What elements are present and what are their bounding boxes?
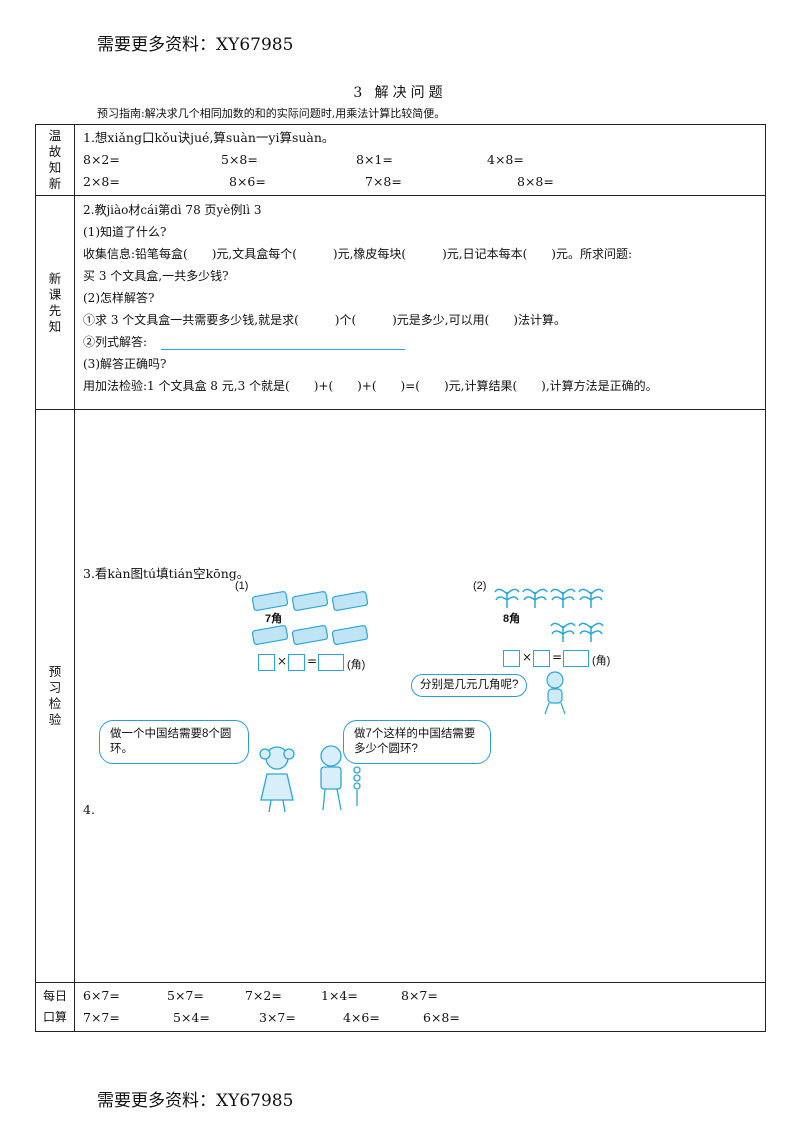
step1-line: ①求 3 个文具盒一共需要多少钱,就是求( )个( )元是多少,可以用( )法计… bbox=[83, 313, 566, 327]
calc-row-2: 2×8= 8×6= 7×8= 8×8= bbox=[83, 174, 554, 189]
fig2-label: (2) bbox=[473, 580, 487, 592]
check-heading: (3)解答正确吗? bbox=[83, 357, 167, 371]
check-line: 用加法检验:1 个文具盒 8 元,3 个就是( )+( )+( )=( )元,计… bbox=[83, 379, 658, 393]
section-label-review: 温故 知新 bbox=[35, 124, 75, 196]
plant-icon bbox=[550, 622, 576, 642]
info-line: 收集信息:铅笔每盒( )元,文具盒每个( )元,橡皮每块( )元,日记本每本( … bbox=[83, 247, 632, 261]
girl-icon bbox=[259, 746, 295, 813]
plant-group bbox=[494, 588, 604, 642]
daily-row-1: 6×7= 5×7= 7×2= 1×4= 8×7= bbox=[83, 988, 438, 1003]
boy-speech-bubble: 做7个这样的中国结需要多少个圆环? bbox=[343, 720, 491, 764]
q4-text: 4. bbox=[83, 802, 95, 817]
page-title: 3 解决问题 bbox=[353, 85, 447, 101]
chinese-knot-icon bbox=[353, 766, 361, 806]
section-label-new: 新课 先知 bbox=[35, 195, 75, 410]
plant-icon bbox=[578, 622, 604, 642]
step2-line: ②列式解答: bbox=[83, 331, 757, 353]
ask-bubble: 分别是几元几角呢? bbox=[411, 674, 528, 697]
daily-content: 6×7= 5×7= 7×2= 1×4= 8×7= 7×7= 5×4= 3×7= … bbox=[74, 982, 766, 1032]
q2-text: 2.教jiào材cái第dì 78 页yè例lì 3 bbox=[83, 203, 262, 217]
fig1-factor-box-2[interactable] bbox=[288, 654, 305, 671]
eraser-icon bbox=[251, 591, 289, 611]
section-label-daily: 每日口算 bbox=[35, 982, 75, 1032]
plant-icon bbox=[550, 588, 576, 608]
section-label-preview: 预习 检验 bbox=[35, 409, 75, 983]
eraser-icon bbox=[331, 591, 369, 611]
boy-icon bbox=[320, 745, 342, 811]
q1-text: 1.想xiǎng口kǒu诀jué,算suàn一yi算suàn。 bbox=[83, 130, 335, 145]
plant-icon bbox=[578, 588, 604, 608]
review-content: 1.想xiǎng口kǒu诀jué,算suàn一yi算suàn。 8×2= 5×8… bbox=[74, 124, 766, 196]
fig2-price: 8角 bbox=[503, 613, 521, 625]
preview-content: 3.看kàn图tú填tián空kōng。 (1) 7角 × bbox=[74, 409, 766, 983]
eraser-icon bbox=[251, 625, 289, 645]
plant-icon bbox=[494, 588, 520, 608]
children-illustration bbox=[259, 745, 361, 813]
fig1-unit: (角) bbox=[347, 659, 366, 671]
eraser-icon bbox=[291, 591, 329, 611]
fig1-price: 7角 bbox=[265, 613, 283, 625]
answer-line[interactable] bbox=[161, 349, 405, 350]
fig1-result-box[interactable] bbox=[318, 654, 344, 671]
fig1-label: (1) bbox=[235, 580, 249, 592]
footer-note: 需要更多资料：XY67985 bbox=[97, 1091, 294, 1111]
question-line: 买 3 个文具盒,一共多少钱? bbox=[83, 269, 229, 283]
new-lesson-content: 2.教jiào材cái第dì 78 页yè例lì 3 (1)知道了什么? 收集信… bbox=[74, 195, 766, 410]
how-heading: (2)怎样解答? bbox=[83, 291, 155, 305]
fig2-factor-box-2[interactable] bbox=[533, 650, 550, 667]
kid-icon bbox=[544, 671, 566, 715]
know-heading: (1)知道了什么? bbox=[83, 225, 167, 239]
plant-icon bbox=[522, 588, 548, 608]
preview-guide: 预习指南:解决求几个相同加数的和的实际问题时,用乘法计算比较简便。 bbox=[97, 107, 446, 120]
eraser-group bbox=[251, 591, 369, 645]
girl-speech-bubble: 做一个中国结需要8个圆环。 bbox=[99, 720, 249, 764]
fig1-factor-box-1[interactable] bbox=[258, 654, 275, 671]
calc-row-1: 8×2= 5×8= 8×1= 4×8= bbox=[83, 152, 524, 167]
header-note: 需要更多资料：XY67985 bbox=[97, 35, 294, 55]
eraser-icon bbox=[331, 625, 369, 645]
worksheet-table: 温故 知新 1.想xiǎng口kǒu诀jué,算suàn一yi算suàn。 8×… bbox=[35, 124, 766, 1032]
q3-text: 3.看kàn图tú填tián空kōng。 bbox=[83, 566, 250, 581]
fig2-unit: (角) bbox=[592, 655, 611, 667]
fig2-factor-box-1[interactable] bbox=[503, 650, 520, 667]
eraser-icon bbox=[291, 625, 329, 645]
daily-row-2: 7×7= 5×4= 3×7= 4×6= 6×8= bbox=[83, 1010, 460, 1025]
fig2-result-box[interactable] bbox=[563, 650, 589, 667]
